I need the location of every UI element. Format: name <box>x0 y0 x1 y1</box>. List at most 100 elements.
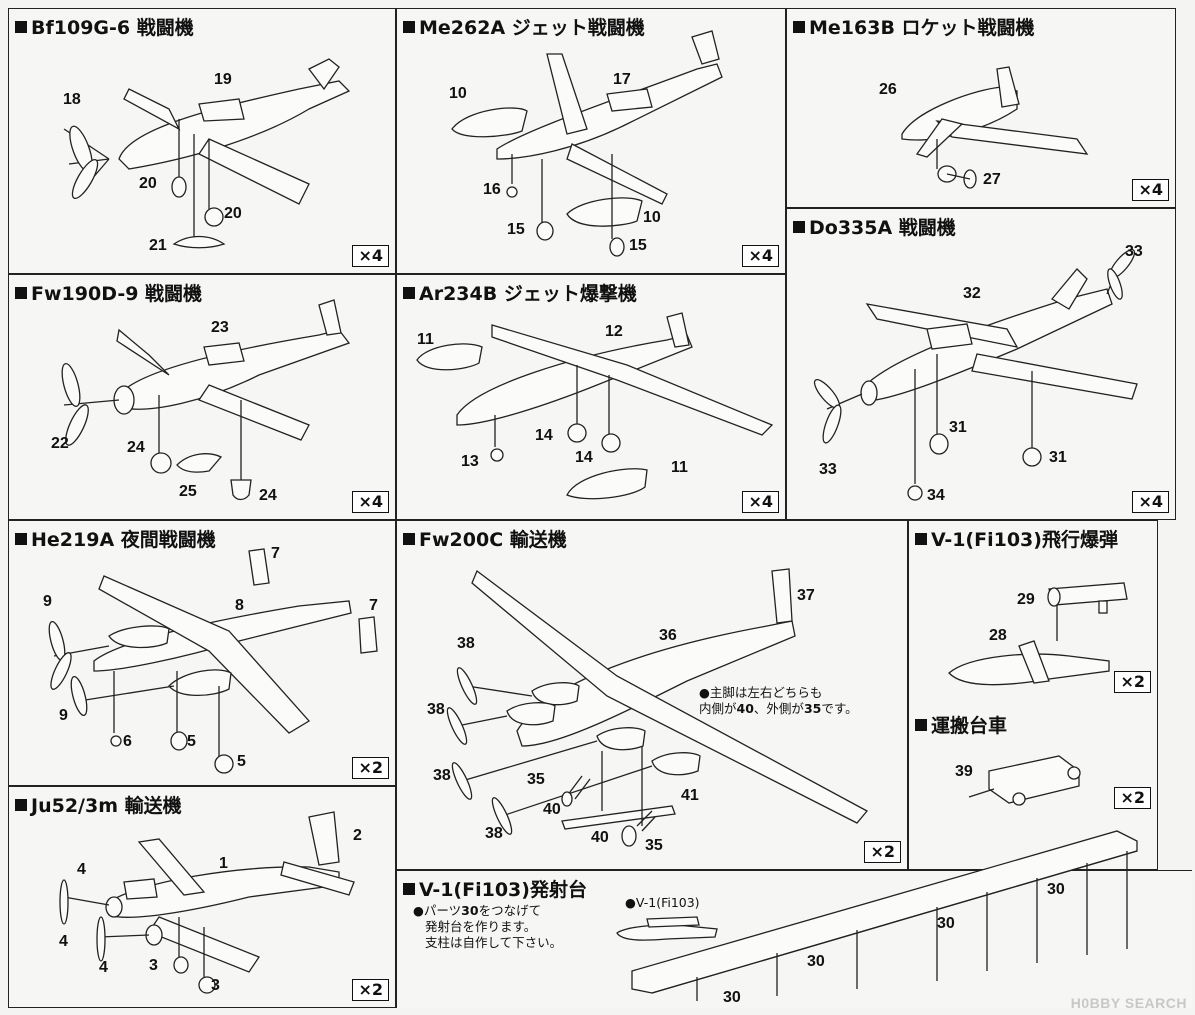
quantity-badge: ×2 <box>1114 671 1151 693</box>
part-number: 41 <box>681 787 699 804</box>
part-number: 6 <box>123 733 132 750</box>
quantity-badge: ×2 <box>352 757 389 779</box>
part-number: 7 <box>369 597 378 614</box>
panel-title: Me163B ロケット戦闘機 <box>793 13 1035 40</box>
part-number: 38 <box>427 701 445 718</box>
panel-title: He219A 夜間戦闘機 <box>15 525 216 552</box>
part-number: 24 <box>259 487 277 504</box>
part-number: 16 <box>483 181 501 198</box>
quantity-badge: ×4 <box>742 245 779 267</box>
part-number: 32 <box>963 285 981 302</box>
part-number: 25 <box>179 483 197 500</box>
part-number: 10 <box>449 85 467 102</box>
part-number: 3 <box>149 957 158 974</box>
part-number: 19 <box>214 71 232 88</box>
panel-he219: He219A 夜間戦闘機 7 9 8 7 9 6 5 5 ×2 <box>8 520 396 786</box>
part-number: 15 <box>629 237 647 254</box>
launcher-note: ●パーツ30をつなげて 発射台を作ります。 支柱は自作して下さい。 <box>413 903 563 950</box>
part-number: 12 <box>605 323 623 340</box>
part-number: 5 <box>237 753 246 770</box>
fw190-drawing <box>61 299 351 501</box>
part-number: 38 <box>457 635 475 652</box>
ar234-drawing <box>416 312 774 500</box>
part-number: 40 <box>543 801 561 818</box>
part-number: 38 <box>485 825 503 842</box>
quantity-badge: ×4 <box>352 491 389 513</box>
quantity-badge: ×2 <box>1114 787 1151 809</box>
part-number: 40 <box>591 829 609 846</box>
v1-label: ●V-1(Fi103) <box>625 895 700 910</box>
part-number: 11 <box>417 331 434 348</box>
me262-drawing <box>451 30 723 257</box>
he219-drawing <box>48 548 378 774</box>
part-number: 28 <box>989 627 1007 644</box>
part-number: 31 <box>949 419 967 436</box>
ju52-drawing <box>59 811 355 994</box>
watermark: H0BBY SEARCH <box>1070 995 1187 1011</box>
bf109-drawing <box>63 58 351 249</box>
cart-title: 運搬台車 <box>915 711 1007 738</box>
part-number: 39 <box>955 763 973 780</box>
panel-ju52: Ju52/3m 輸送機 2 1 4 4 4 3 3 ×2 <box>8 786 396 1008</box>
part-number: 14 <box>575 449 593 466</box>
part-number: 22 <box>51 435 69 452</box>
part-number: 38 <box>433 767 451 784</box>
part-number: 4 <box>77 861 86 878</box>
panel-launcher: V-1(Fi103)発射台 ●パーツ30をつなげて 発射台を作ります。 支柱は自… <box>396 830 1192 1008</box>
panel-me163: Me163B ロケット戦闘機 26 27 ×4 <box>786 8 1176 208</box>
part-number: 35 <box>527 771 545 788</box>
quantity-badge: ×4 <box>742 491 779 513</box>
landing-gear-note: ●主脚は左右どちらも 内側が40、外側が35です。 <box>699 685 858 716</box>
panel-do335: Do335A 戦闘機 33 32 31 31 33 34 ×4 <box>786 208 1176 520</box>
quantity-badge: ×2 <box>352 979 389 1001</box>
part-number: 20 <box>139 175 157 192</box>
quantity-badge: ×2 <box>864 841 901 863</box>
part-number: 3 <box>211 977 220 994</box>
part-number: 23 <box>211 319 229 336</box>
part-number: 14 <box>535 427 553 444</box>
do335-drawing <box>813 249 1138 501</box>
part-number: 30 <box>1047 881 1065 898</box>
part-number: 10 <box>643 209 661 226</box>
part-number: 35 <box>645 837 663 854</box>
part-number: 17 <box>613 71 631 88</box>
fw200-drawing <box>446 568 869 847</box>
part-number: 29 <box>1017 591 1035 608</box>
part-number: 18 <box>63 91 81 108</box>
panel-title: Do335A 戦闘機 <box>793 213 956 240</box>
panel-title: Fw200C 輸送機 <box>403 525 567 552</box>
part-number: 31 <box>1049 449 1067 466</box>
part-number: 24 <box>127 439 145 456</box>
part-number: 26 <box>879 81 897 98</box>
panel-fw200: Fw200C 輸送機 37 36 38 38 38 38 35 40 41 40… <box>396 520 908 870</box>
part-number: 1 <box>219 855 228 872</box>
part-number: 13 <box>461 453 479 470</box>
part-number: 30 <box>807 953 825 970</box>
panel-title: Fw190D-9 戦闘機 <box>15 279 202 306</box>
part-number: 34 <box>927 487 945 504</box>
part-number: 33 <box>819 461 837 478</box>
part-number: 8 <box>235 597 244 614</box>
part-number: 36 <box>659 627 677 644</box>
panel-title: Bf109G-6 戦闘機 <box>15 13 194 40</box>
part-number: 4 <box>99 959 108 976</box>
part-number: 9 <box>43 593 52 610</box>
panel-bf109: Bf109G-6 戦闘機 19 18 20 20 21 ×4 <box>8 8 396 274</box>
panel-title: V-1(Fi103)発射台 <box>403 875 587 902</box>
part-number: 30 <box>723 989 741 1006</box>
panel-title: V-1(Fi103)飛行爆弾 <box>915 525 1118 552</box>
panel-title: Me262A ジェット戦闘機 <box>403 13 645 40</box>
part-number: 11 <box>671 459 688 476</box>
panel-title: Ju52/3m 輸送機 <box>15 791 182 818</box>
panel-me262: Me262A ジェット戦闘機 10 17 16 15 10 15 ×4 <box>396 8 786 274</box>
quantity-badge: ×4 <box>1132 491 1169 513</box>
part-number: 27 <box>983 171 1001 188</box>
part-number: 37 <box>797 587 815 604</box>
part-number: 15 <box>507 221 525 238</box>
part-number: 5 <box>187 733 196 750</box>
part-number: 21 <box>149 237 167 254</box>
panel-title: Ar234B ジェット爆撃機 <box>403 279 637 306</box>
panel-ar234: Ar234B ジェット爆撃機 11 12 14 14 13 11 ×4 <box>396 274 786 520</box>
panel-fw190: Fw190D-9 戦闘機 23 22 24 25 24 ×4 <box>8 274 396 520</box>
me163-drawing <box>901 66 1089 189</box>
